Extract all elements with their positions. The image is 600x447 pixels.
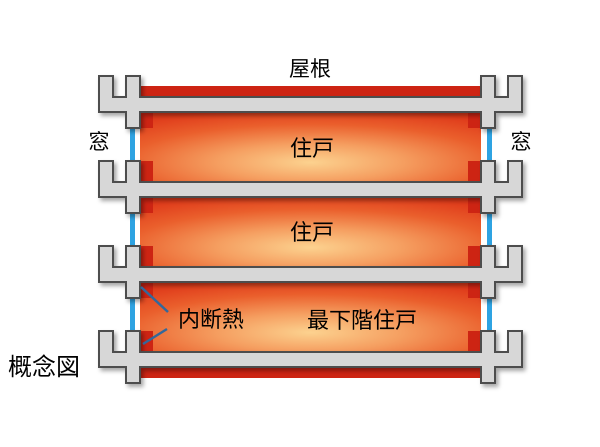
window-glass-left-2	[130, 213, 135, 246]
insulation-patch-right-room2-bottom	[468, 246, 481, 267]
insulation-patch-right-room2-top	[468, 197, 481, 213]
window-glass-right-1	[487, 128, 492, 161]
window-glass-right-2	[487, 213, 492, 246]
diagram-caption: 概念図	[8, 354, 80, 381]
insulation-leader-line-lower	[142, 327, 168, 346]
insulation-patch-left-room2-top	[140, 197, 153, 213]
roof-insulation-strip	[140, 86, 481, 97]
insulation-patch-right-room1-bottom	[468, 161, 481, 182]
roof-label: 屋根	[289, 57, 331, 81]
insulation-patch-left-room1-bottom	[140, 161, 153, 182]
insulation-patch-left-room1-top	[140, 112, 153, 128]
insulation-patch-left-room2-bottom	[140, 246, 153, 267]
ground-floor-insulation-strip	[140, 368, 481, 378]
room-middle-label: 住戸	[290, 220, 334, 245]
room-middle-fill	[140, 197, 481, 267]
insulation-patch-right-room3-top	[468, 282, 481, 298]
room-bottom-fill	[140, 282, 481, 352]
room-bottom-label: 最下階住戸	[307, 308, 417, 333]
room-top-label: 住戸	[290, 136, 334, 161]
room-top-fill	[140, 112, 481, 182]
insulation-patch-right-room3-bottom	[468, 331, 481, 352]
insulation-leader-line-upper	[140, 286, 169, 313]
window-glass-left-3	[130, 298, 135, 331]
internal-insulation-label: 内断熱	[178, 307, 244, 332]
window-glass-right-3	[487, 298, 492, 331]
insulation-patch-right-room1-top	[468, 112, 481, 128]
window-glass-left-1	[130, 128, 135, 161]
window-label-left: 窓	[89, 130, 110, 154]
window-label-right: 窓	[511, 130, 532, 154]
